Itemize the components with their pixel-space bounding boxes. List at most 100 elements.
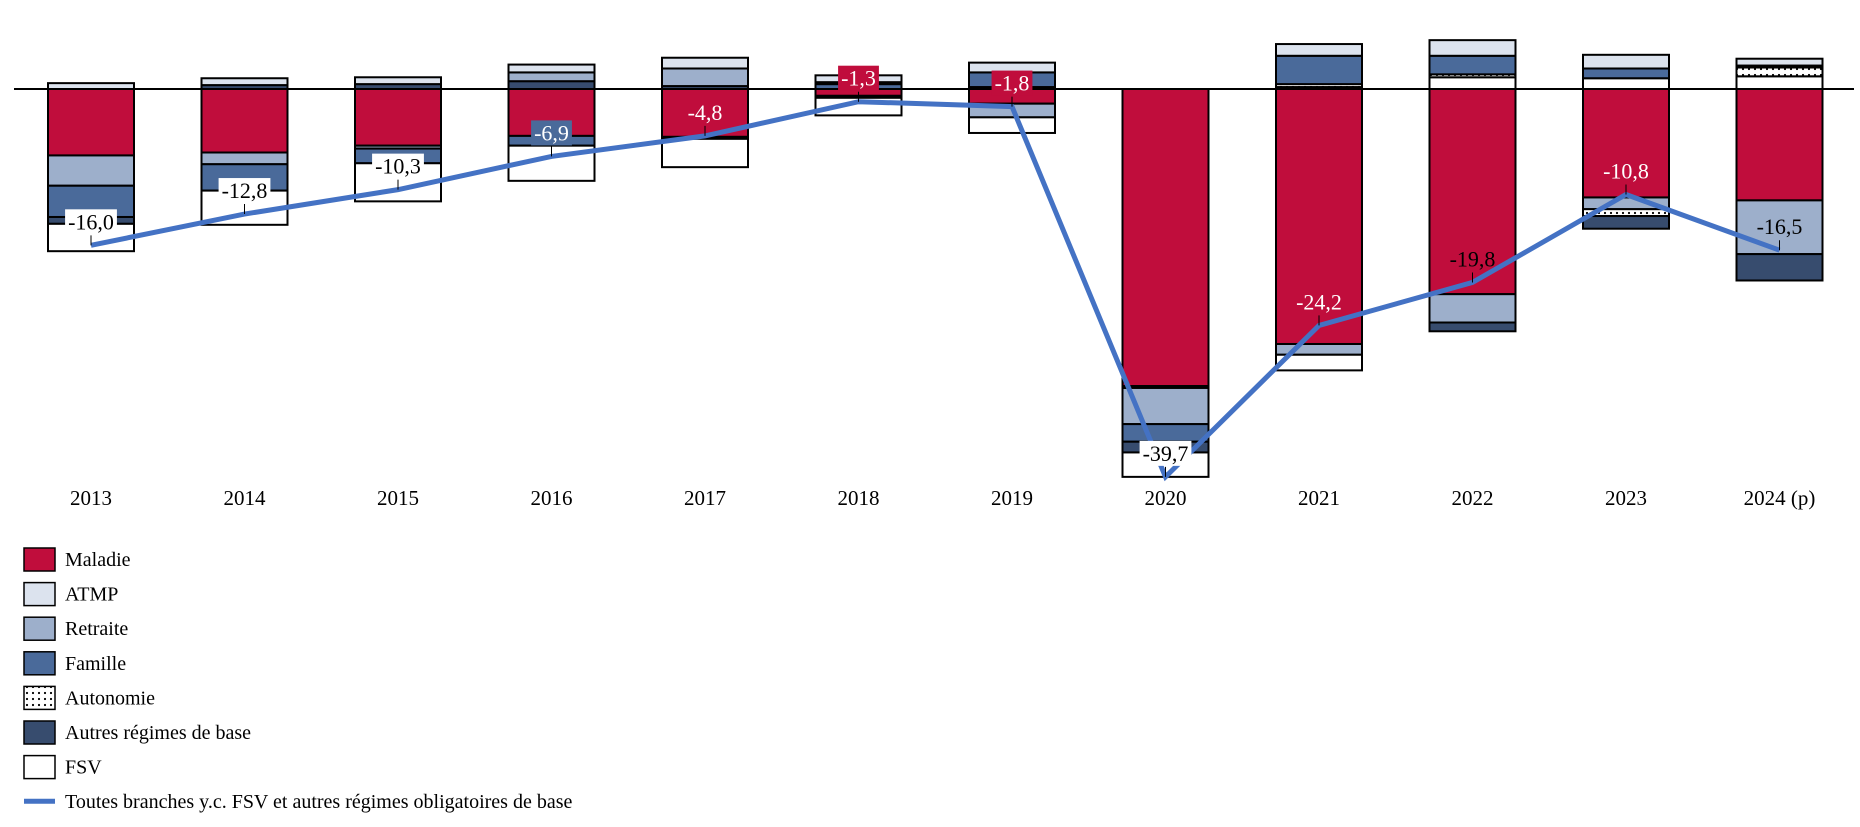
bar-segment-maladie-2020 xyxy=(1121,88,1210,388)
legend-swatch xyxy=(23,581,56,607)
data-label: -1,8 xyxy=(991,70,1033,107)
data-label: -39,7 xyxy=(1139,440,1192,477)
legend-swatch xyxy=(23,754,56,780)
bars-layer xyxy=(47,39,1824,478)
bar-segment-atmp-2017 xyxy=(661,56,749,70)
data-label-text: -4,8 xyxy=(688,100,723,125)
bar-segment-famille-2020 xyxy=(1121,423,1210,443)
bar-segment-famille-2021 xyxy=(1275,54,1363,86)
x-tick-label: 2023 xyxy=(1605,486,1647,510)
legend-item-maladie: Maladie xyxy=(23,547,131,572)
bar-segment-famille-2014 xyxy=(200,163,289,192)
data-label: -6,9 xyxy=(531,120,572,157)
data-label-background xyxy=(372,153,424,179)
data-labels: -16,0 -12,8 -10,3 -6,9 -4,8 -1,3 -1,8 -39,7 -24,… xyxy=(65,65,1803,477)
bar-segment-maladie-2014 xyxy=(200,88,289,154)
data-label-text: -16,5 xyxy=(1757,214,1803,239)
x-tick-label: 2018 xyxy=(838,486,880,510)
x-tick-label: 2021 xyxy=(1298,486,1340,510)
legend-label: Autonomie xyxy=(65,687,155,709)
legend-swatch xyxy=(23,651,56,676)
data-label: -24,2 xyxy=(1296,289,1342,326)
bar-segment-retraite-2022 xyxy=(1428,293,1517,324)
legend-item-fsv: FSV xyxy=(23,754,102,780)
legend-swatch xyxy=(23,720,56,745)
data-label-background xyxy=(1139,440,1192,466)
x-tick-label: 2015 xyxy=(377,486,419,510)
legend-item-retraite: Retraite xyxy=(23,616,128,641)
data-label: -1,3 xyxy=(838,65,879,102)
bar-segment-atmp-2024-p xyxy=(1735,57,1824,67)
bar-segment-fsv-2019 xyxy=(968,116,1056,134)
bar-segment-famille-2022 xyxy=(1428,54,1517,76)
legend-label: Retraite xyxy=(65,618,128,640)
bar-segment-fsv-2017 xyxy=(661,137,749,169)
bar-segment-atmp-2022 xyxy=(1428,39,1517,57)
x-tick-label: 2014 xyxy=(224,486,267,510)
bar-segment-fsv-2021 xyxy=(1275,353,1363,372)
x-tick-label: 2024 (p) xyxy=(1744,486,1816,510)
legend-label: Autres régimes de base xyxy=(65,722,251,744)
data-label-background xyxy=(531,120,572,146)
total-line xyxy=(90,99,1781,482)
bar-segment-autres-regimes-de-base-2023 xyxy=(1582,215,1670,230)
data-label: -12,8 xyxy=(218,178,271,215)
legend-label: Maladie xyxy=(65,549,131,571)
data-label-background xyxy=(991,70,1033,96)
data-label-background xyxy=(65,209,117,235)
bar-segment-autonomie-2024-p xyxy=(1735,66,1824,78)
bar-segment-retraite-2016 xyxy=(507,71,596,83)
legend-label: Famille xyxy=(65,653,126,675)
data-label-text: -16,0 xyxy=(68,209,114,234)
legend-label: ATMP xyxy=(65,584,118,606)
data-label-text: -1,8 xyxy=(995,71,1030,96)
legend-item-total-line: Toutes branches y.c. FSV et autres régim… xyxy=(24,791,572,813)
data-label-text: -10,8 xyxy=(1603,159,1649,184)
bar-segment-retraite-2013 xyxy=(47,154,135,187)
data-label: -4,8 xyxy=(688,100,723,136)
x-tick-label: 2022 xyxy=(1452,486,1494,510)
bar-segment-autres-regimes-de-base-2022 xyxy=(1428,321,1517,333)
legend-item-autonomie: Autonomie xyxy=(23,685,155,711)
bar-segment-autres-regimes-de-base-2016 xyxy=(507,80,596,90)
bar-segment-atmp-2015 xyxy=(354,76,442,86)
bar-segment-atmp-2016 xyxy=(507,63,596,74)
data-label-text: -10,3 xyxy=(375,154,421,179)
bar-segment-retraite-2017 xyxy=(661,67,749,88)
bar-segment-maladie-2022 xyxy=(1428,88,1517,296)
x-tick-label: 2020 xyxy=(1145,486,1187,510)
legend-swatch xyxy=(23,616,56,641)
x-tick-label: 2013 xyxy=(70,486,112,510)
bar-segment-fsv-2024-p xyxy=(1735,75,1824,91)
bar-segment-maladie-2024-p xyxy=(1735,88,1824,202)
total-line-layer xyxy=(90,99,1781,482)
bar-segment-autres-regimes-de-base-2024-p xyxy=(1735,253,1824,282)
data-label-text: -24,2 xyxy=(1296,289,1342,314)
bar-segment-maladie-2013 xyxy=(47,88,135,157)
data-label: -16,0 xyxy=(65,209,117,246)
data-label-text: -1,3 xyxy=(841,66,876,91)
data-label: -10,8 xyxy=(1603,159,1649,195)
x-tick-label: 2019 xyxy=(991,486,1033,510)
bar-segment-fsv-2022 xyxy=(1428,76,1517,91)
bar-segment-maladie-2015 xyxy=(354,88,442,147)
legend-item-famille: Famille xyxy=(23,651,126,676)
data-label-text: -12,8 xyxy=(222,178,268,203)
data-label-text: -39,7 xyxy=(1143,441,1189,466)
bar-segment-maladie-2023 xyxy=(1582,88,1670,199)
data-label: -16,5 xyxy=(1757,214,1803,251)
legend-swatch xyxy=(23,685,56,711)
data-label: -10,3 xyxy=(372,153,424,190)
data-label-background xyxy=(838,65,879,91)
data-label-text: -6,9 xyxy=(534,120,569,145)
data-label: -19,8 xyxy=(1450,246,1496,283)
x-tick-label: 2016 xyxy=(531,486,573,510)
bar-segment-fsv-2023 xyxy=(1582,77,1670,90)
legend-swatch xyxy=(23,547,56,572)
data-label-text: -19,8 xyxy=(1450,246,1496,271)
bar-segment-famille-2023 xyxy=(1582,67,1670,80)
legend-label: Toutes branches y.c. FSV et autres régim… xyxy=(65,791,572,813)
